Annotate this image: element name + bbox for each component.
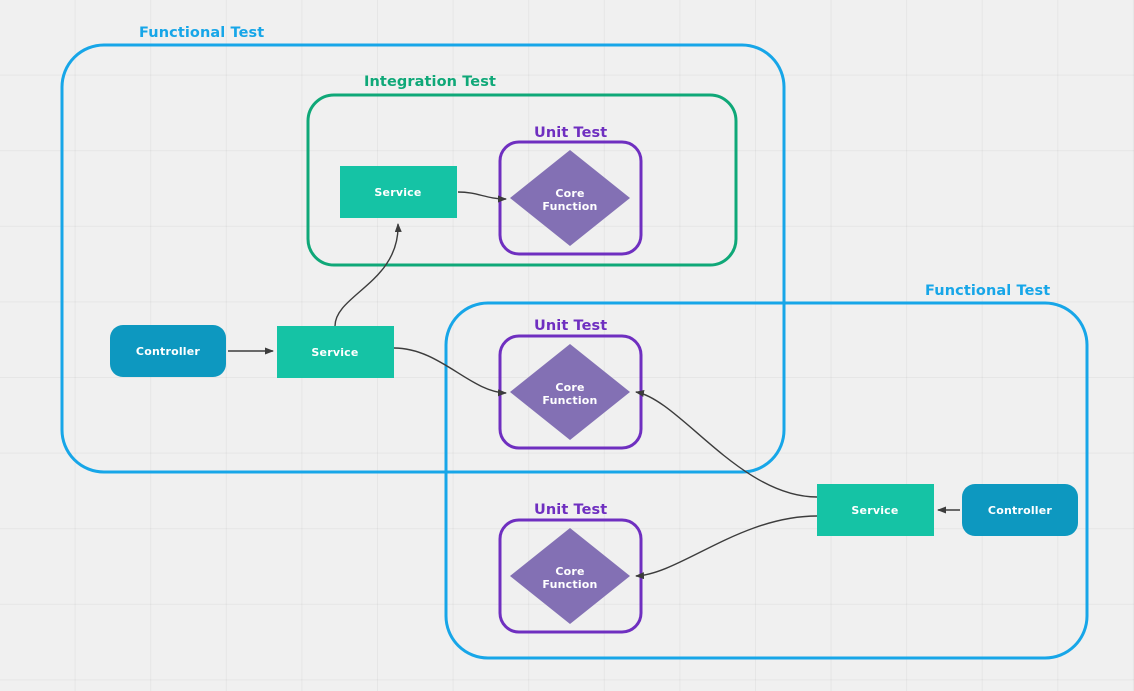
- group-box-functional-test-right[interactable]: [444, 301, 1089, 660]
- service-shape: [340, 166, 457, 218]
- group-label-unit-test-top: Unit Test: [534, 125, 607, 141]
- edge-service-right-to-core-function-bottom[interactable]: [635, 515, 818, 580]
- edge-service-top-to-core-function-top[interactable]: [457, 191, 507, 203]
- node-label: Service: [311, 346, 358, 359]
- node-controller-left[interactable]: Controller: [110, 325, 226, 377]
- node-label-line1: Core: [555, 381, 584, 394]
- edge-service-left-to-service-top[interactable]: [334, 223, 402, 327]
- group-label-functional-test-left: Functional Test: [139, 25, 264, 41]
- service-shape: [817, 484, 934, 536]
- node-service-left[interactable]: Service: [277, 326, 394, 378]
- core-function-diamond: [510, 150, 630, 246]
- node-service-top[interactable]: Service: [340, 166, 457, 218]
- node-label-line1: Core: [555, 565, 584, 578]
- service-shape: [277, 326, 394, 378]
- group-label-unit-test-bottom: Unit Test: [534, 502, 607, 518]
- node-label-line1: Core: [555, 187, 584, 200]
- node-label-line2: Function: [542, 394, 597, 407]
- core-function-diamond: [510, 528, 630, 624]
- node-label-line2: Function: [542, 578, 597, 591]
- controller-shape: [962, 484, 1078, 536]
- controller-shape: [110, 325, 226, 377]
- node-label: Service: [374, 186, 421, 199]
- node-service-right[interactable]: Service: [817, 484, 934, 536]
- group-box-functional-test-left[interactable]: [60, 43, 786, 474]
- group-box-integration-test[interactable]: [306, 93, 738, 267]
- node-label: Controller: [136, 345, 201, 358]
- connections: [228, 191, 960, 580]
- node-label-line2: Function: [542, 200, 597, 213]
- node-label: Service: [851, 504, 898, 517]
- edge-service-left-to-core-function-middle[interactable]: [393, 347, 507, 397]
- group-label-functional-test-right: Functional Test: [925, 283, 1050, 299]
- core-function-diamond: [510, 344, 630, 440]
- group-label-unit-test-middle: Unit Test: [534, 318, 607, 334]
- group-label-integration-test: Integration Test: [364, 74, 496, 90]
- node-label: Controller: [988, 504, 1053, 517]
- edge-service-right-to-core-function-middle[interactable]: [635, 390, 818, 498]
- node-controller-right[interactable]: Controller: [962, 484, 1078, 536]
